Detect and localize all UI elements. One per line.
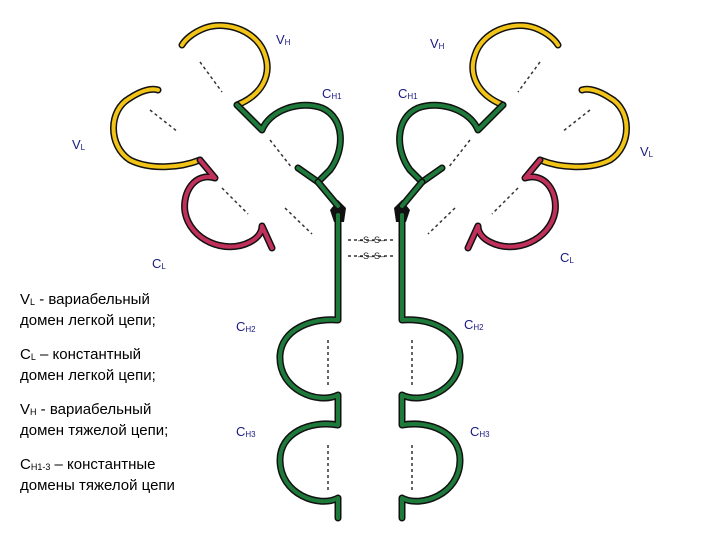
label-vl-left: VL (72, 137, 85, 152)
heavy-chain-stem-right (402, 215, 460, 518)
label-ch1-left: CH1 (322, 86, 342, 101)
legend-entry-ch: CH1-3 – константные домены тяжелой цепи (20, 455, 240, 496)
heavy-chain-stem-left (280, 215, 338, 518)
hinge-disulfide-bonds: –S–S– –S–S– (348, 235, 395, 261)
label-ch3-right: CH3 (470, 424, 490, 439)
ss-bond-label-2: –S–S– (358, 251, 385, 261)
legend-entry-vl: VL - вариабельный домен легкой цепи; (20, 290, 240, 331)
label-ch2-right: CH2 (464, 317, 484, 332)
heavy-chain-arm-right (394, 26, 627, 248)
label-vh-right: VH (430, 36, 444, 51)
label-ch1-right: CH1 (398, 86, 418, 101)
legend-entry-vh: VH - вариабельный домен тяжелой цепи; (20, 400, 240, 441)
label-cl-left: CL (152, 256, 166, 271)
label-cl-right: CL (560, 250, 574, 265)
legend: VL - вариабельный домен легкой цепи; CL … (20, 290, 240, 510)
label-vl-right: VL (640, 144, 653, 159)
ss-bond-label-1: –S–S– (358, 235, 385, 245)
legend-entry-cl: CL – константный домен легкой цепи; (20, 345, 240, 386)
label-vh-left: VH (276, 32, 290, 47)
heavy-chain-arm-left (114, 26, 347, 248)
